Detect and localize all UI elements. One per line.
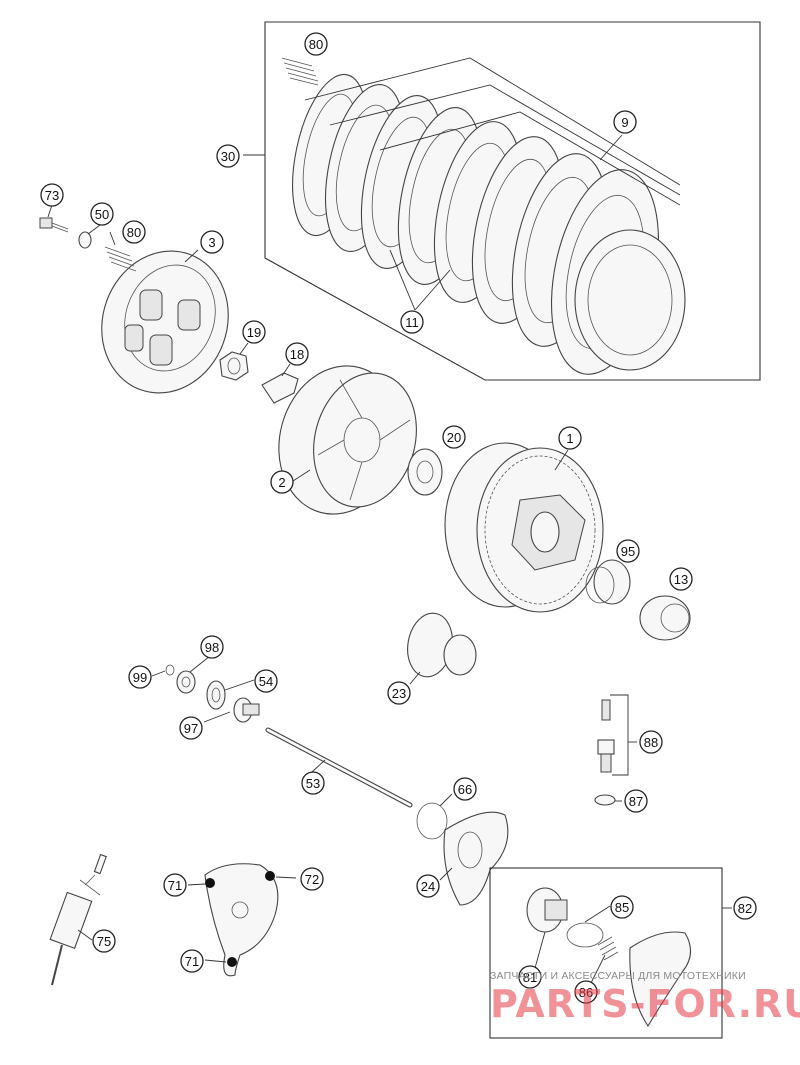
washer bbox=[78, 231, 92, 249]
callout-number: 80 bbox=[309, 37, 323, 52]
callout-number: 73 bbox=[45, 188, 59, 203]
shim-washer bbox=[176, 670, 196, 694]
needle-bearing bbox=[585, 559, 631, 605]
o-ring bbox=[416, 802, 448, 840]
callout-72: 72 bbox=[300, 867, 324, 891]
bushing bbox=[639, 595, 691, 641]
bleed-screw bbox=[597, 699, 615, 773]
callout-number: 71 bbox=[168, 878, 182, 893]
piston-o-ring bbox=[566, 922, 604, 948]
slave-cylinder-piston bbox=[526, 887, 568, 933]
clutch-spring bbox=[104, 246, 137, 272]
callout-number: 85 bbox=[615, 900, 629, 915]
callout-number: 95 bbox=[621, 544, 635, 559]
slave-cylinder-housing bbox=[629, 931, 692, 1028]
callout-number: 98 bbox=[205, 640, 219, 655]
callout-number: 18 bbox=[290, 347, 304, 362]
callout-number: 9 bbox=[621, 115, 628, 130]
pressure-piece bbox=[233, 697, 260, 723]
slave-cylinder-cover bbox=[204, 863, 279, 977]
push-rod bbox=[265, 727, 413, 808]
callout-number: 1 bbox=[566, 431, 573, 446]
callout-number: 66 bbox=[458, 782, 472, 797]
clutch-spring-top bbox=[281, 57, 319, 86]
callout-88: 88 bbox=[639, 730, 663, 754]
lock-washer bbox=[261, 372, 299, 404]
callout-13: 13 bbox=[669, 567, 693, 591]
callout-95: 95 bbox=[616, 539, 640, 563]
callout-54: 54 bbox=[254, 669, 278, 693]
callout-number: 82 bbox=[738, 901, 752, 916]
callout-number: 54 bbox=[259, 674, 273, 689]
callout-number: 99 bbox=[133, 670, 147, 685]
axial-bearing bbox=[206, 680, 226, 710]
callout-71: 71 bbox=[163, 873, 187, 897]
thrust-washer bbox=[407, 448, 443, 496]
callout-number: 81 bbox=[523, 970, 537, 985]
callout-53: 53 bbox=[301, 771, 325, 795]
bleeding-syringe bbox=[49, 853, 107, 986]
callout-number: 87 bbox=[629, 794, 643, 809]
callout-number: 23 bbox=[392, 686, 406, 701]
callout-23: 23 bbox=[387, 681, 411, 705]
callout-80: 80 bbox=[304, 32, 328, 56]
callout-11: 11 bbox=[400, 310, 424, 334]
callout-73: 73 bbox=[40, 183, 64, 207]
callout-2: 2 bbox=[270, 470, 294, 494]
callout-71: 71 bbox=[180, 949, 204, 973]
callout-number: 20 bbox=[447, 430, 461, 445]
callout-number: 2 bbox=[278, 475, 285, 490]
callout-number: 19 bbox=[247, 325, 261, 340]
circlip bbox=[165, 664, 175, 676]
piston-spring bbox=[597, 936, 619, 961]
nut bbox=[219, 351, 249, 381]
callout-number: 13 bbox=[674, 572, 688, 587]
callout-50: 50 bbox=[90, 202, 114, 226]
callout-30: 30 bbox=[216, 144, 240, 168]
callout-number: 53 bbox=[306, 776, 320, 791]
seal-ring bbox=[594, 794, 616, 806]
callout-number: 24 bbox=[421, 879, 435, 894]
callout-number: 80 bbox=[127, 225, 141, 240]
inner-clutch-hub bbox=[278, 365, 417, 515]
callout-number: 72 bbox=[305, 872, 319, 887]
callout-81: 81 bbox=[518, 965, 542, 989]
bolt bbox=[39, 217, 69, 233]
callout-1: 1 bbox=[558, 426, 582, 450]
clutch-disc-set-frame bbox=[264, 21, 761, 381]
callout-19: 19 bbox=[242, 320, 266, 344]
clutch-disc-stack bbox=[292, 73, 686, 375]
callout-number: 97 bbox=[184, 721, 198, 736]
callout-number: 11 bbox=[405, 315, 419, 330]
callout-97: 97 bbox=[179, 716, 203, 740]
callout-80: 80 bbox=[122, 220, 146, 244]
outer-clutch-basket bbox=[444, 442, 604, 613]
callout-number: 71 bbox=[185, 954, 199, 969]
callout-75: 75 bbox=[92, 929, 116, 953]
callout-86: 86 bbox=[574, 980, 598, 1004]
callout-number: 50 bbox=[95, 207, 109, 222]
callout-number: 30 bbox=[221, 149, 235, 164]
callout-24: 24 bbox=[416, 874, 440, 898]
callout-85: 85 bbox=[610, 895, 634, 919]
callout-number: 3 bbox=[208, 235, 215, 250]
callout-99: 99 bbox=[128, 665, 152, 689]
callout-87: 87 bbox=[624, 789, 648, 813]
callout-18: 18 bbox=[285, 342, 309, 366]
callout-number: 86 bbox=[579, 985, 593, 1000]
callout-20: 20 bbox=[442, 425, 466, 449]
callout-9: 9 bbox=[613, 110, 637, 134]
slave-cylinder-kit-frame bbox=[489, 867, 723, 1039]
primary-gear bbox=[407, 612, 477, 678]
callout-number: 75 bbox=[97, 934, 111, 949]
callout-82: 82 bbox=[733, 896, 757, 920]
callout-number: 88 bbox=[644, 735, 658, 750]
callout-98: 98 bbox=[200, 635, 224, 659]
callout-66: 66 bbox=[453, 777, 477, 801]
gasket bbox=[443, 811, 509, 906]
callout-3: 3 bbox=[200, 230, 224, 254]
pressure-cap bbox=[101, 250, 229, 394]
